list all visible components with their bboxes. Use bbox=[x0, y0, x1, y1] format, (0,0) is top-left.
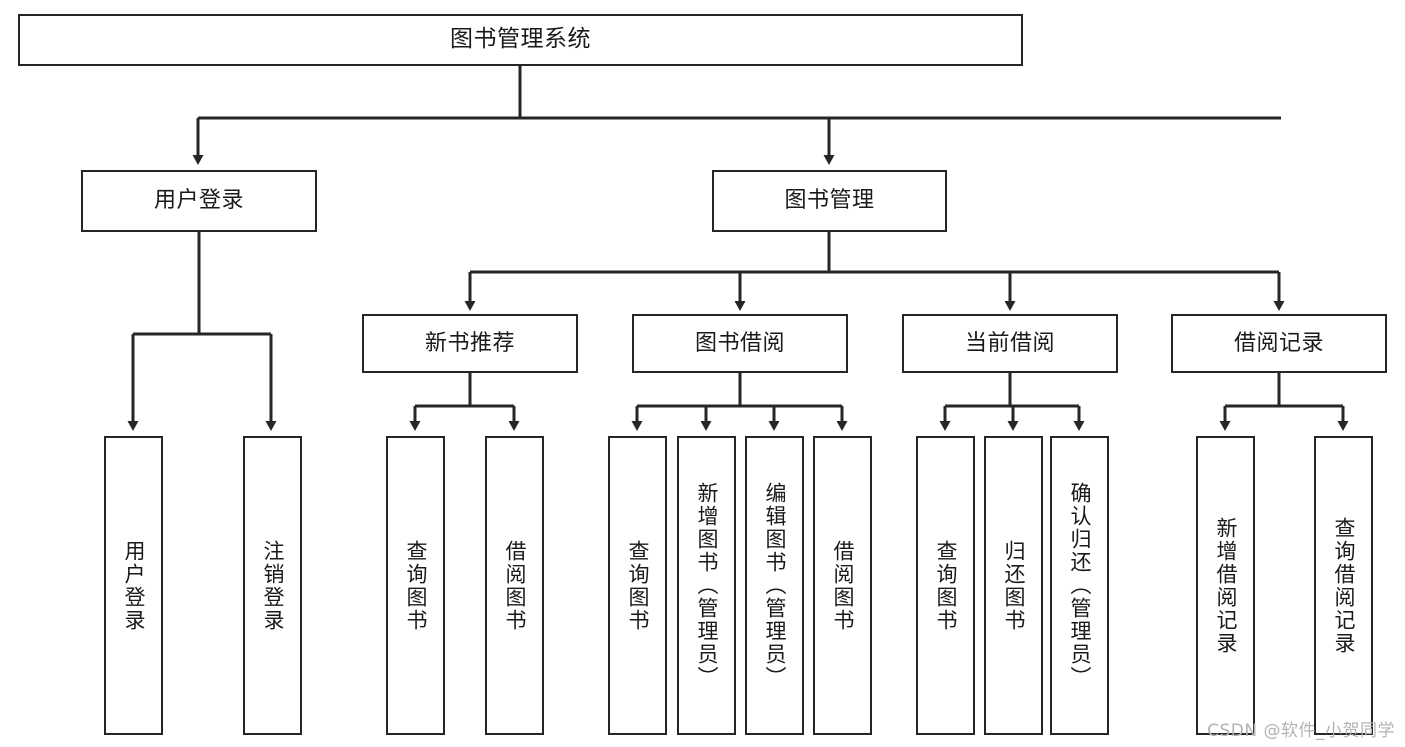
node-leaf-return-book[interactable]: 归还图书 bbox=[984, 436, 1043, 735]
node-leaf-user-logout[interactable]: 注销登录 bbox=[243, 436, 302, 735]
node-leaf-user-login[interactable]: 用户登录 bbox=[104, 436, 163, 735]
node-leaf-edit-book-admin[interactable]: 编辑图书（管理员） bbox=[745, 436, 804, 735]
node-label: 查询图书 bbox=[404, 539, 429, 632]
node-label: 新书推荐 bbox=[424, 330, 515, 356]
node-leaf-query-borrow-record[interactable]: 查询借阅记录 bbox=[1314, 436, 1373, 735]
node-label: 用户登录 bbox=[122, 539, 147, 632]
node-label: 借阅图书 bbox=[831, 539, 856, 632]
node-label: 图书管理系统 bbox=[450, 26, 591, 53]
node-new-book-recommend[interactable]: 新书推荐 bbox=[362, 314, 578, 373]
node-leaf-add-borrow-record[interactable]: 新增借阅记录 bbox=[1196, 436, 1255, 735]
node-leaf-query-book-borrow[interactable]: 查询图书 bbox=[608, 436, 667, 735]
node-label: 当前借阅 bbox=[964, 330, 1055, 356]
node-label: 新增借阅记录 bbox=[1214, 516, 1239, 655]
node-leaf-borrow-book[interactable]: 借阅图书 bbox=[813, 436, 872, 735]
node-leaf-add-book-admin[interactable]: 新增图书（管理员） bbox=[677, 436, 736, 735]
node-leaf-confirm-return-admin[interactable]: 确认归还（管理员） bbox=[1050, 436, 1109, 735]
node-label: 新增图书（管理员） bbox=[695, 482, 720, 689]
node-label: 注销登录 bbox=[261, 539, 286, 632]
node-borrow-record[interactable]: 借阅记录 bbox=[1171, 314, 1387, 373]
node-label: 图书借阅 bbox=[694, 330, 785, 356]
node-label: 查询图书 bbox=[626, 539, 651, 632]
node-label: 确认归还（管理员） bbox=[1068, 482, 1093, 689]
node-label: 编辑图书（管理员） bbox=[763, 482, 788, 689]
node-label: 借阅图书 bbox=[503, 539, 528, 632]
node-book-management[interactable]: 图书管理 bbox=[712, 170, 947, 232]
node-label: 借阅记录 bbox=[1233, 330, 1324, 356]
node-label: 用户登录 bbox=[153, 188, 244, 214]
node-label: 查询图书 bbox=[934, 539, 959, 632]
node-leaf-borrow-book-new[interactable]: 借阅图书 bbox=[485, 436, 544, 735]
node-label: 归还图书 bbox=[1002, 539, 1027, 632]
node-current-borrow[interactable]: 当前借阅 bbox=[902, 314, 1118, 373]
node-label: 图书管理 bbox=[784, 188, 875, 214]
node-label: 查询借阅记录 bbox=[1332, 516, 1357, 655]
node-book-borrow[interactable]: 图书借阅 bbox=[632, 314, 848, 373]
node-leaf-query-book-current[interactable]: 查询图书 bbox=[916, 436, 975, 735]
node-root-library-system[interactable]: 图书管理系统 bbox=[18, 14, 1023, 66]
node-leaf-query-book-new[interactable]: 查询图书 bbox=[386, 436, 445, 735]
node-user-login[interactable]: 用户登录 bbox=[81, 170, 317, 232]
